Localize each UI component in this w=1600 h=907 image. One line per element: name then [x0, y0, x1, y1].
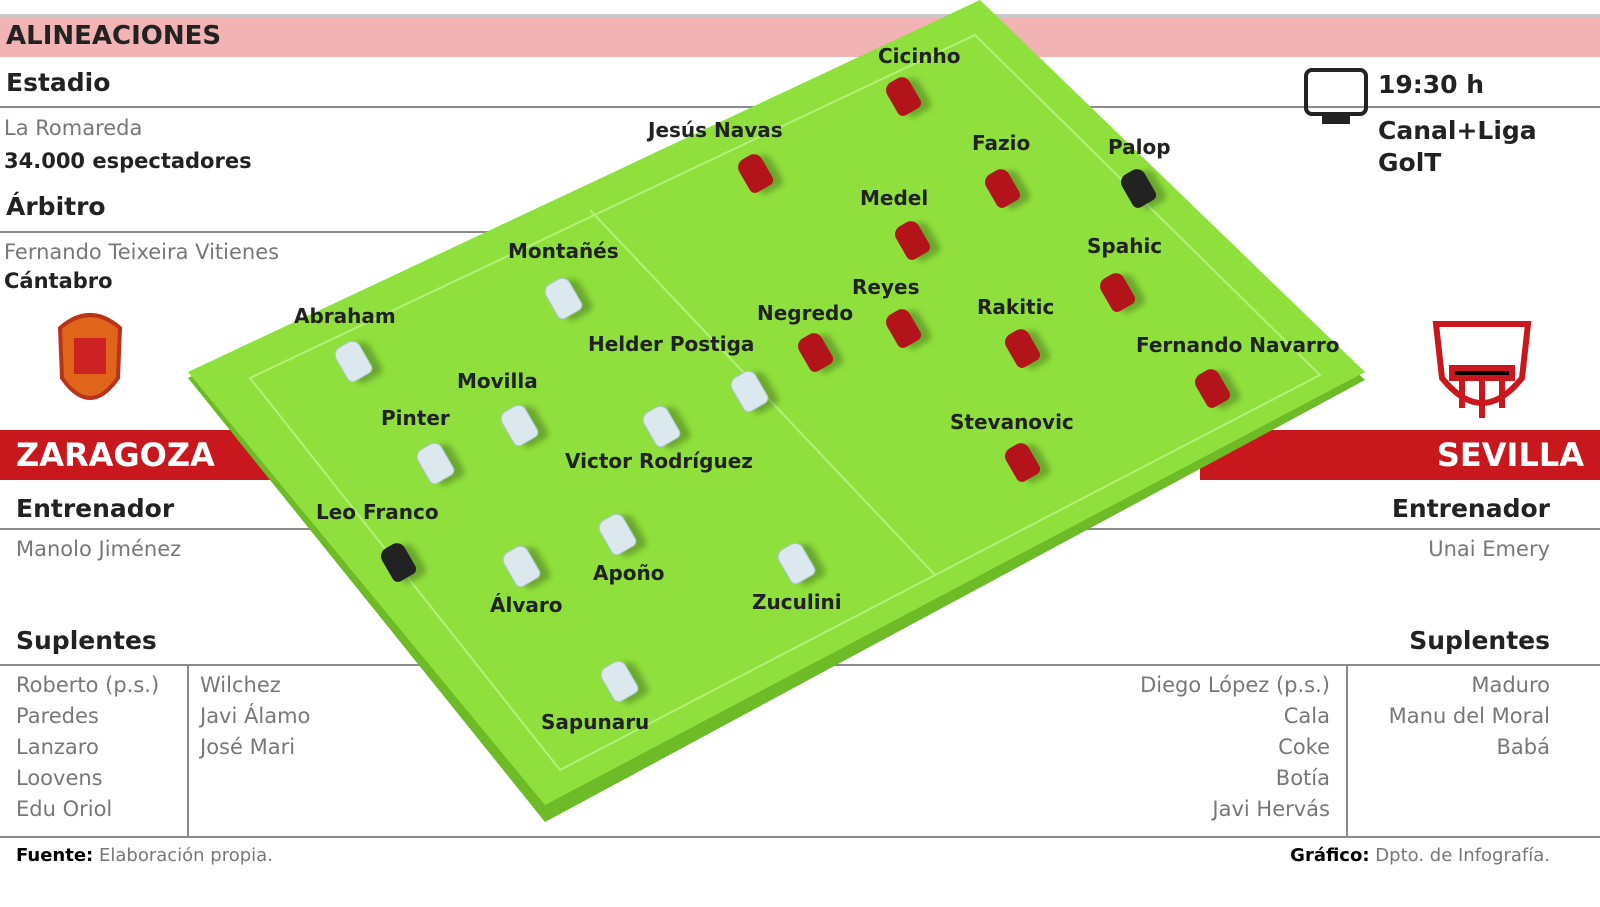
broadcast-time: 19:30 h [1378, 70, 1485, 99]
away-team-name: SEVILLA [1436, 436, 1584, 474]
referee-name: Fernando Teixeira Vitienes [4, 240, 280, 264]
home-player-label: Zuculini [752, 590, 842, 614]
sub-player: Coke [1278, 735, 1330, 759]
sub-player: Babá [1496, 735, 1550, 759]
divider [1346, 666, 1348, 836]
away-player-label: Fernando Navarro [1136, 333, 1340, 357]
graphic-text: Dpto. de Infografía. [1375, 845, 1550, 866]
referee-label: Árbitro [6, 192, 106, 221]
home-coach-label: Entrenador [16, 494, 175, 523]
away-player-label: Rakitic [977, 295, 1055, 319]
header-bar: ALINEACIONES [0, 14, 1600, 57]
home-player-label: Helder Postiga [588, 332, 755, 356]
source-text: Elaboración propia. [98, 845, 273, 866]
zaragoza-crest-icon [57, 313, 123, 400]
sevilla-crest-icon [1432, 321, 1532, 418]
broadcast-channel: Canal+Liga [1378, 116, 1537, 145]
sub-player: Javi Álamo [200, 704, 311, 728]
sub-player: Cala [1283, 704, 1330, 728]
away-subs-label: Suplentes [1409, 626, 1550, 655]
away-player-label: Jesús Navas [648, 118, 783, 142]
broadcast-channel-2: GolT [1378, 148, 1442, 177]
away-coach-label: Entrenador [1391, 494, 1550, 523]
sub-player: Edu Oriol [16, 797, 113, 821]
home-player-label: Leo Franco [316, 500, 439, 524]
stadium-capacity: 34.000 espectadores [4, 149, 252, 173]
sub-player: Loovens [16, 766, 103, 790]
away-coach: Unai Emery [1428, 537, 1550, 561]
source-label: Fuente: [16, 845, 94, 866]
sub-player: Maduro [1471, 673, 1550, 697]
away-player-label: Cicinho [878, 44, 961, 68]
home-player-label: Álvaro [490, 593, 563, 617]
referee-region: Cántabro [4, 269, 113, 293]
page-title: ALINEACIONES [6, 21, 222, 51]
away-player-label: Fazio [972, 131, 1031, 155]
sub-player: Javi Hervás [1212, 797, 1330, 821]
away-player-label: Palop [1108, 135, 1171, 159]
home-team-name: ZARAGOZA [16, 436, 215, 474]
graphic-label: Gráfico: [1290, 845, 1370, 866]
home-player-label: Apoño [593, 561, 665, 585]
home-subs-label: Suplentes [16, 626, 157, 655]
home-player-label: Movilla [457, 369, 538, 393]
away-player-label: Reyes [852, 275, 920, 299]
sub-player: Diego López (p.s.) [1140, 673, 1330, 697]
home-player-label: Abraham [294, 304, 396, 328]
home-player-label: Pinter [381, 406, 450, 430]
divider [0, 231, 500, 233]
divider [187, 666, 189, 836]
home-player-label: Victor Rodríguez [565, 449, 753, 473]
stadium-name: La Romareda [4, 116, 143, 140]
source-credit: Fuente: Elaboración propia. [16, 845, 273, 866]
sub-player: Wilchez [200, 673, 281, 697]
sub-player: Manu del Moral [1388, 704, 1550, 728]
sub-player: José Mari [200, 735, 296, 759]
sub-player: Lanzaro [16, 735, 99, 759]
divider [0, 836, 1600, 838]
home-player-label: Sapunaru [541, 710, 650, 734]
away-player-label: Stevanovic [950, 410, 1074, 434]
home-coach: Manolo Jiménez [16, 537, 182, 561]
graphic-credit: Gráfico: Dpto. de Infografía. [1290, 845, 1550, 866]
away-player-label: Negredo [757, 301, 854, 325]
tv-icon [1304, 68, 1368, 124]
stadium-label: Estadio [6, 68, 111, 97]
away-player-label: Medel [860, 186, 929, 210]
away-team-bar: SEVILLA [1200, 430, 1600, 480]
home-player-label: Montañés [508, 239, 619, 263]
sub-player: Roberto (p.s.) [16, 673, 160, 697]
sub-player: Botía [1275, 766, 1330, 790]
away-player-label: Spahic [1087, 234, 1163, 258]
sub-player: Paredes [16, 704, 99, 728]
